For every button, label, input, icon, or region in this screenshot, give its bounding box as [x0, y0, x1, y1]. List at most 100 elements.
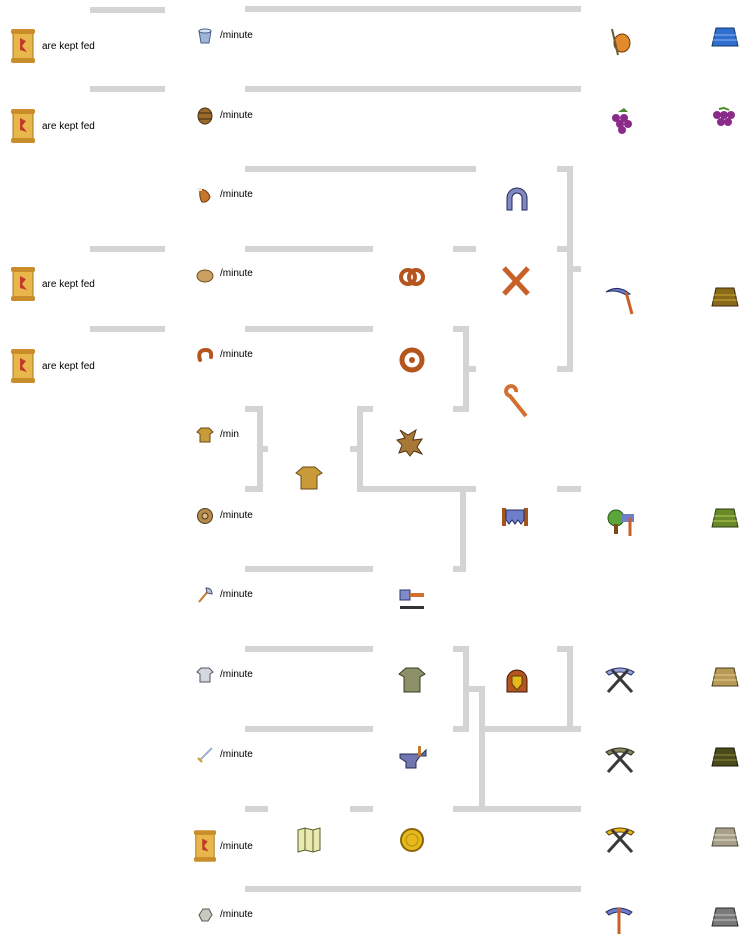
rate-label: /minute — [220, 909, 253, 920]
scroll-icon — [10, 266, 36, 302]
coal-mountain-terrain-icon — [711, 747, 739, 767]
connector-line — [557, 366, 573, 372]
fed-label: are kept fed — [42, 41, 95, 52]
connector-line — [245, 886, 581, 892]
vineyard-terrain-icon — [711, 107, 737, 129]
pretzel-icon — [398, 264, 426, 290]
connector-line — [245, 326, 373, 332]
connector-line — [453, 806, 581, 812]
connector-line — [90, 86, 165, 92]
connector-line — [357, 406, 363, 492]
scroll-icon — [10, 28, 36, 64]
fed-label: are kept fed — [42, 361, 95, 372]
scroll-icon — [10, 348, 36, 384]
iron-mountain-terrain-icon — [711, 667, 739, 687]
connector-line — [453, 726, 469, 732]
scroll-icon — [193, 828, 217, 864]
gold-mountain-terrain-icon — [711, 827, 739, 847]
connector-line — [245, 406, 263, 412]
water-bucket-icon — [196, 27, 214, 45]
chain-armor-icon — [196, 666, 214, 684]
meat-leg-icon — [196, 186, 214, 204]
connector-line — [357, 486, 476, 492]
rate-label: /min — [220, 429, 239, 440]
connector-line — [245, 806, 268, 812]
wine-barrel-icon — [196, 107, 214, 125]
sausage-coil-icon — [398, 346, 426, 374]
connector-line — [557, 486, 581, 492]
hide-icon — [396, 426, 428, 458]
connector-line — [453, 406, 469, 412]
shield-icon — [196, 507, 214, 525]
connector-line — [245, 246, 373, 252]
connector-line — [463, 686, 483, 692]
connector-line — [453, 246, 476, 252]
pickaxe-iron-icon — [604, 664, 636, 696]
connector-line — [357, 406, 373, 412]
fed-label: are kept fed — [42, 121, 95, 132]
rate-label: /minute — [220, 110, 253, 121]
connector-line — [567, 646, 573, 732]
connector-line — [245, 726, 373, 732]
gold-coin-icon — [398, 826, 426, 854]
water-terrain-icon — [711, 27, 739, 47]
helmet-icon — [503, 666, 531, 696]
horseshoe-icon — [503, 184, 531, 214]
map-icon — [296, 826, 322, 854]
connector-line — [245, 166, 476, 172]
connector-line — [90, 326, 165, 332]
connector-line — [479, 686, 485, 812]
rate-label: /minute — [220, 589, 253, 600]
connector-line — [463, 366, 476, 372]
rate-label: /minute — [220, 669, 253, 680]
rate-label: /minute — [220, 749, 253, 760]
connector-line — [245, 6, 581, 12]
connector-line — [350, 446, 360, 452]
connector-line — [557, 646, 573, 652]
rate-label: /minute — [220, 189, 253, 200]
forest-terrain-icon — [711, 508, 739, 528]
connector-line — [453, 566, 466, 572]
crossed-tools-icon — [500, 264, 532, 298]
connector-line — [557, 166, 573, 172]
connector-line — [453, 326, 469, 332]
bread-loaf-icon — [196, 266, 214, 284]
woodcutter-icon — [606, 506, 638, 538]
pickaxe-stone-icon — [604, 904, 634, 936]
cloth-icon — [500, 506, 530, 528]
connector-line — [257, 446, 268, 452]
scythe-icon — [604, 284, 638, 316]
anvil-icon — [398, 744, 428, 776]
crook-icon — [500, 384, 532, 420]
connector-line — [90, 246, 165, 252]
axe-icon — [196, 586, 214, 604]
tunic-icon — [295, 465, 323, 491]
sausage-icon — [196, 346, 214, 364]
connector-line — [460, 486, 466, 572]
connector-line — [350, 806, 373, 812]
grapes-icon — [608, 106, 634, 136]
connector-line — [245, 646, 373, 652]
connector-line — [245, 486, 263, 492]
connector-line — [245, 566, 373, 572]
sword-icon — [196, 746, 214, 764]
stone-icon — [196, 906, 214, 924]
connector-line — [90, 7, 165, 13]
pickaxe-gold-icon — [604, 824, 636, 856]
fisher-icon — [606, 27, 634, 57]
rate-label: /minute — [220, 268, 253, 279]
chainmail-icon — [398, 666, 426, 694]
rate-label: /minute — [220, 30, 253, 41]
scroll-icon — [10, 108, 36, 144]
connector-line — [557, 246, 573, 252]
connector-line — [453, 646, 469, 652]
hammer-icon — [398, 586, 426, 614]
connector-line — [245, 86, 581, 92]
connector-line — [479, 726, 581, 732]
rate-label: /minute — [220, 349, 253, 360]
fed-label: are kept fed — [42, 279, 95, 290]
pickaxe-coal-icon — [604, 744, 636, 776]
wheat-field-terrain-icon — [711, 287, 739, 307]
rate-label: /minute — [220, 510, 253, 521]
rate-label: /minute — [220, 841, 253, 852]
